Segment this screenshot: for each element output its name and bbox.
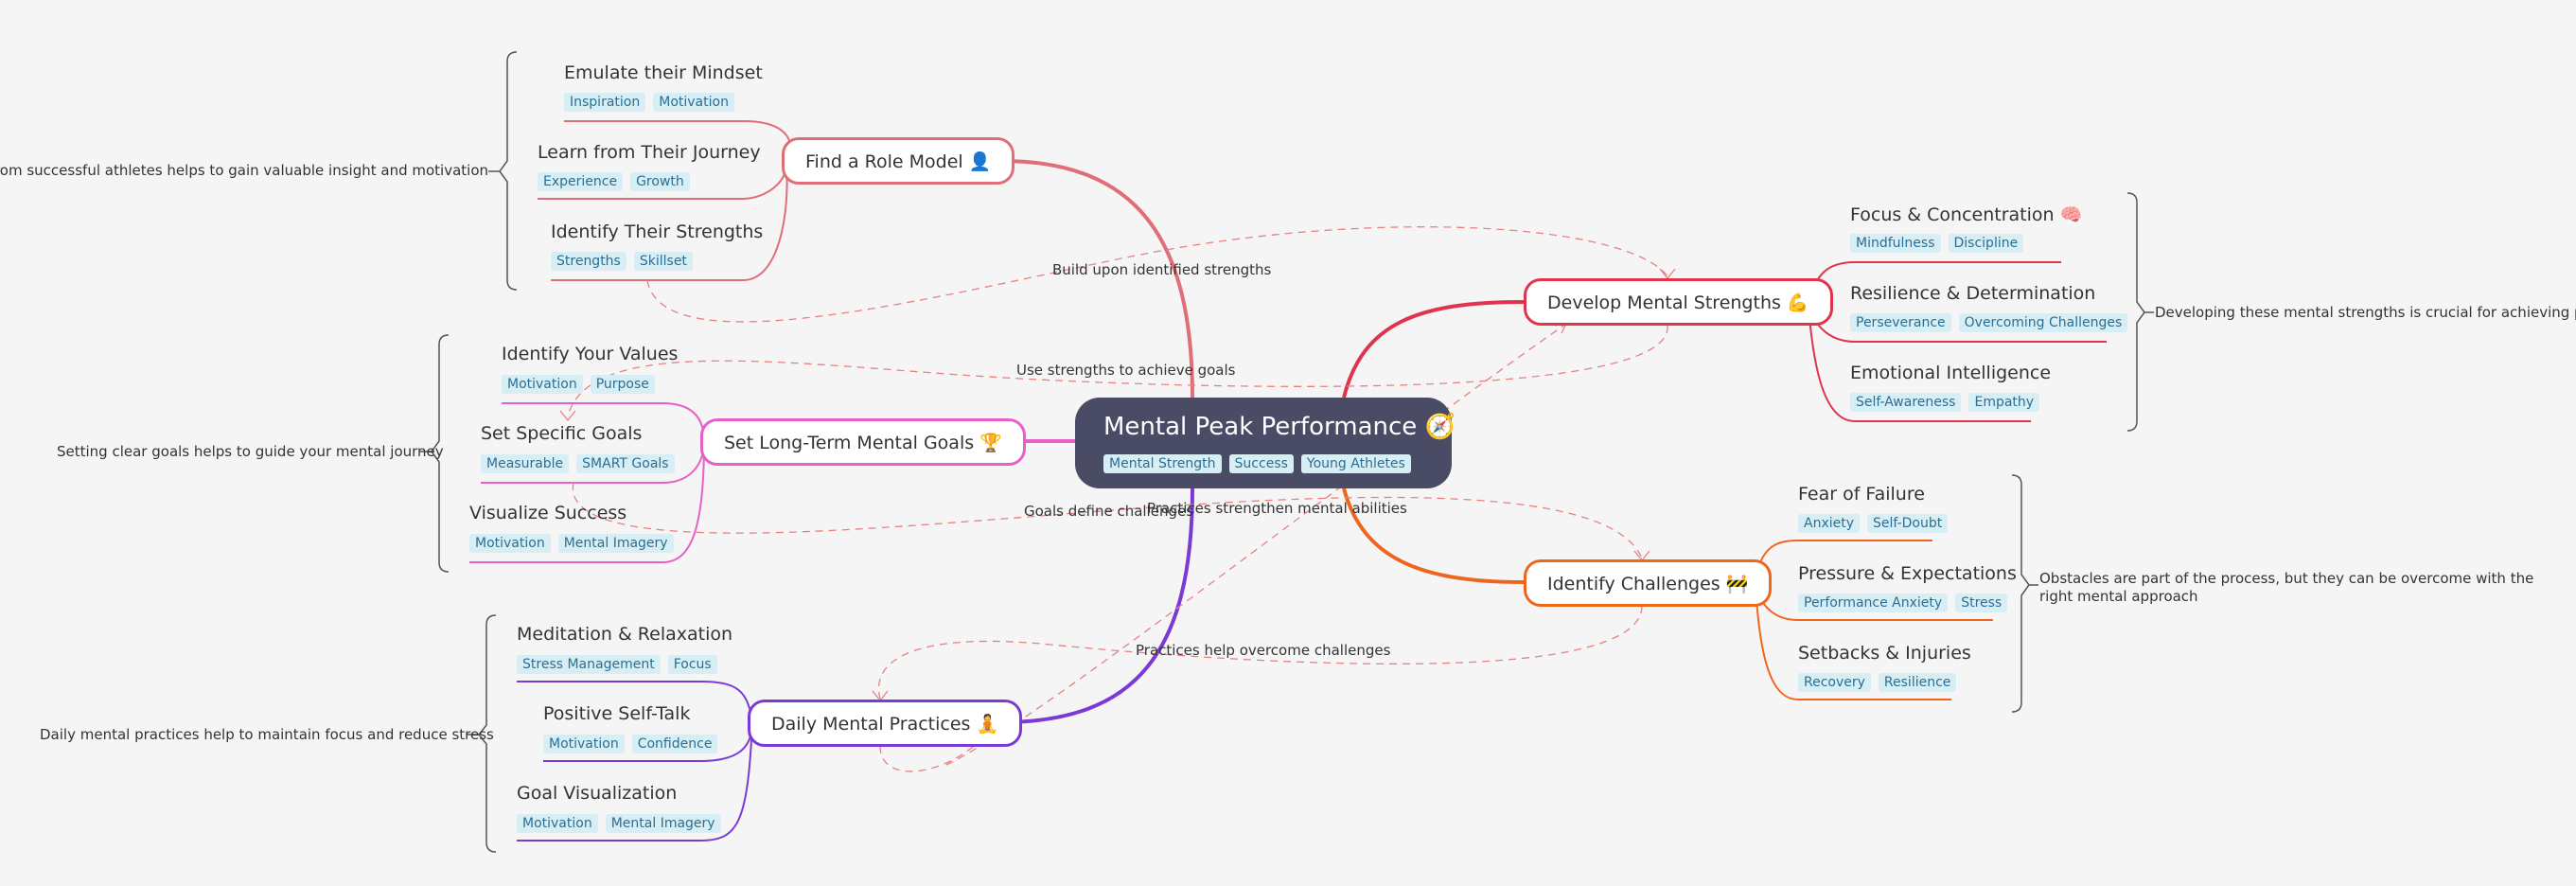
subtopic-tags: Strengths Skillset — [551, 252, 693, 271]
subtopic-tags: Experience Growth — [538, 172, 690, 191]
tag: Growth — [630, 172, 690, 191]
relation-line-strengthen — [945, 323, 1567, 766]
tag: Mental Strength — [1103, 454, 1222, 473]
relation-label-overcome: Practices help overcome challenges — [1136, 642, 1391, 659]
subtopic[interactable]: Pressure & Expectations — [1798, 563, 2017, 584]
tag: Success — [1228, 454, 1294, 473]
tag: Perseverance — [1850, 313, 1951, 332]
branch-line-role-model — [1000, 159, 1194, 399]
relationship-lines — [567, 226, 1668, 772]
tag: Inspiration — [564, 93, 646, 112]
relation-label-define: Goals define challenges — [1024, 503, 1194, 520]
subtopic-tags: Anxiety Self-Doubt — [1798, 514, 1949, 533]
subtopic[interactable]: Setbacks & Injuries — [1798, 643, 1971, 664]
subtopic-tags: Self-Awareness Empathy — [1850, 393, 2040, 412]
branch-line-practices — [1000, 487, 1194, 724]
subtopic-tags: Stress Management Focus — [517, 655, 717, 674]
subtopic-tags: Performance Anxiety Stress — [1798, 594, 2008, 612]
topic-daily-mental-practices[interactable]: Daily Mental Practices 🧘 — [748, 700, 1023, 747]
tag: Empathy — [1968, 393, 2040, 412]
subtopic[interactable]: Emotional Intelligence — [1850, 363, 2052, 383]
subtopic[interactable]: Resilience & Determination — [1850, 283, 2096, 304]
tag: Discipline — [1948, 234, 2024, 253]
tag: Recovery — [1798, 673, 1871, 692]
tag: Motivation — [469, 534, 551, 553]
relation-label-build: Build upon identified strengths — [1052, 261, 1272, 278]
subtopic[interactable]: Learn from Their Journey — [538, 142, 761, 163]
tag: Motivation — [502, 375, 583, 394]
tag: Anxiety — [1798, 514, 1861, 533]
subtopic-tags: Measurable SMART Goals — [481, 454, 675, 473]
topic-find-role-model[interactable]: Find a Role Model 👤 — [782, 137, 1015, 185]
tag: SMART Goals — [576, 454, 675, 473]
subtopic-tags: Motivation Confidence — [543, 735, 718, 753]
tag: Mindfulness — [1850, 234, 1941, 253]
tag: Motivation — [653, 93, 734, 112]
relation-label-strengthen: Practices strengthen mental abilities — [1147, 500, 1407, 517]
tag: Self-Doubt — [1867, 514, 1949, 533]
tag: Mental Imagery — [557, 534, 674, 553]
tag: Stress Management — [517, 655, 661, 674]
summary-note-challenges: Obstacles are part of the process, but t… — [2039, 570, 2534, 605]
subtopic[interactable]: Identify Your Values — [502, 344, 679, 364]
relation-line-overcome — [878, 605, 1643, 700]
subtopic-tags: Recovery Resilience — [1798, 673, 1957, 692]
summary-note-role-model: Learning from successful athletes helps … — [0, 162, 488, 179]
subtopic-tags: Perseverance Overcoming Challenges — [1850, 313, 2128, 332]
subtopic[interactable]: Focus & Concentration 🧠 — [1850, 204, 2083, 225]
topic-set-long-term-goals[interactable]: Set Long-Term Mental Goals 🏆 — [700, 418, 1026, 466]
subtopic[interactable]: Emulate their Mindset — [564, 62, 763, 83]
tag: Experience — [538, 172, 624, 191]
tag: Resilience — [1878, 673, 1957, 692]
relation-line-define — [572, 482, 1643, 559]
subtopic-tags: Mindfulness Discipline — [1850, 234, 2024, 253]
central-tags: Mental Strength Success Young Athletes — [1103, 454, 1411, 473]
tag: Overcoming Challenges — [1958, 313, 2128, 332]
subtopic[interactable]: Set Specific Goals — [481, 423, 643, 444]
subtopic[interactable]: Positive Self-Talk — [543, 703, 691, 724]
topic-identify-challenges[interactable]: Identify Challenges 🚧 — [1524, 559, 1773, 607]
tag: Stress — [1955, 594, 2008, 612]
central-title: Mental Peak Performance 🧭 — [1103, 413, 1456, 441]
tag: Mental Imagery — [605, 814, 721, 833]
tag: Strengths — [551, 252, 626, 271]
subtopic[interactable]: Identify Their Strengths — [551, 222, 764, 242]
tag: Motivation — [517, 814, 598, 833]
summary-note-practices: Daily mental practices help to maintain … — [40, 726, 494, 743]
subtopic[interactable]: Fear of Failure — [1798, 484, 1925, 505]
branch-line-strengths — [1342, 300, 1525, 399]
tag: Performance Anxiety — [1798, 594, 1949, 612]
summary-note-goals: Setting clear goals helps to guide your … — [57, 443, 444, 460]
subtopic-tags: Inspiration Motivation — [564, 93, 734, 112]
summary-note-strengths: Developing these mental strengths is cru… — [2155, 304, 2576, 321]
relation-line-loop — [879, 735, 985, 772]
subtopic-tags: Motivation Purpose — [502, 375, 655, 394]
tag: Motivation — [543, 735, 625, 753]
subtopic-tags: Motivation Mental Imagery — [517, 814, 721, 833]
tag: Focus — [667, 655, 717, 674]
tag: Measurable — [481, 454, 570, 473]
subtopic[interactable]: Visualize Success — [469, 503, 627, 523]
tag: Self-Awareness — [1850, 393, 1962, 412]
relation-line-use — [567, 325, 1668, 417]
central-topic[interactable]: Mental Peak Performance 🧭 Mental Strengt… — [1075, 398, 1456, 488]
topic-develop-mental-strengths[interactable]: Develop Mental Strengths 💪 — [1524, 278, 1833, 326]
relation-label-use: Use strengths to achieve goals — [1016, 362, 1236, 379]
tag: Purpose — [590, 375, 655, 394]
subtopic[interactable]: Goal Visualization — [517, 783, 678, 804]
subtopic[interactable]: Meditation & Relaxation — [517, 624, 733, 645]
subtopic-tags: Motivation Mental Imagery — [469, 534, 674, 553]
tag: Young Athletes — [1300, 454, 1411, 473]
branch-line-challenges — [1342, 487, 1525, 584]
tag: Skillset — [633, 252, 693, 271]
tag: Confidence — [631, 735, 718, 753]
